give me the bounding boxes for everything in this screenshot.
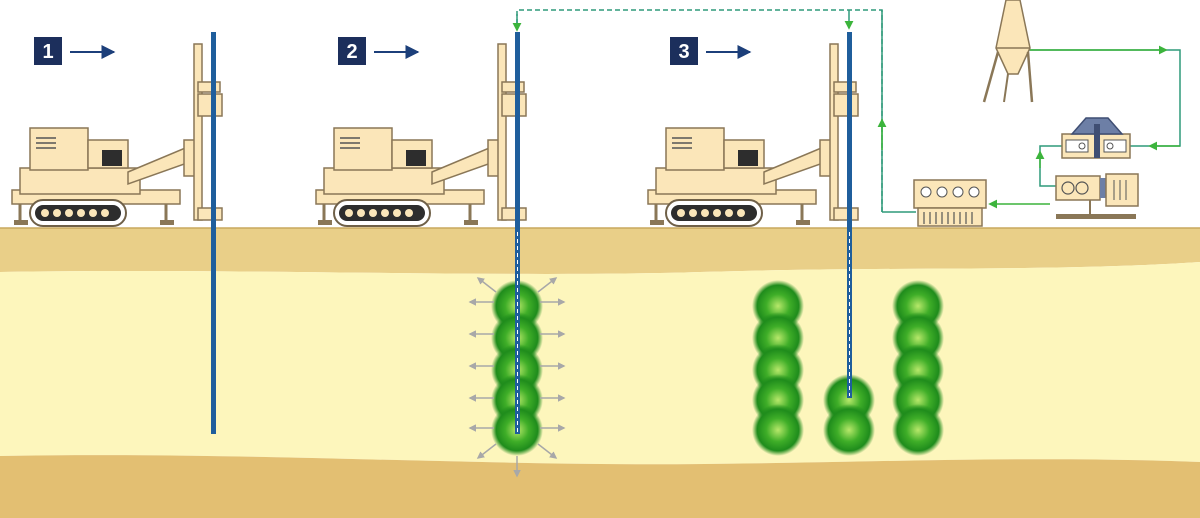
drill-rod-1 [211, 32, 216, 434]
step-2-label: 2 [346, 41, 357, 63]
grout-column-in-progress [823, 374, 875, 456]
step-1-label: 1 [42, 41, 53, 63]
pump-icon [1055, 173, 1139, 219]
cement-silo-icon [982, 0, 1034, 103]
grout-feed-lines [512, 9, 1181, 213]
mixer-icon [1061, 117, 1131, 159]
soil-layer [0, 262, 1200, 465]
grout-column-step-2 [491, 280, 543, 456]
step-3-marker: 3 [670, 37, 752, 65]
step-1-marker: 1 [34, 37, 116, 65]
grout-column-completed-right [892, 280, 944, 456]
drill-rod-2 [515, 32, 520, 434]
control-panel-icon [913, 179, 987, 227]
pressure-arrows [468, 277, 566, 478]
step-2-marker: 2 [338, 37, 420, 65]
deep-soil-layer [0, 455, 1200, 518]
drill-rod-3 [847, 32, 852, 398]
step-3-label: 3 [678, 41, 689, 63]
topsoil-layer [0, 228, 1200, 274]
grout-column-completed-left [752, 280, 804, 456]
